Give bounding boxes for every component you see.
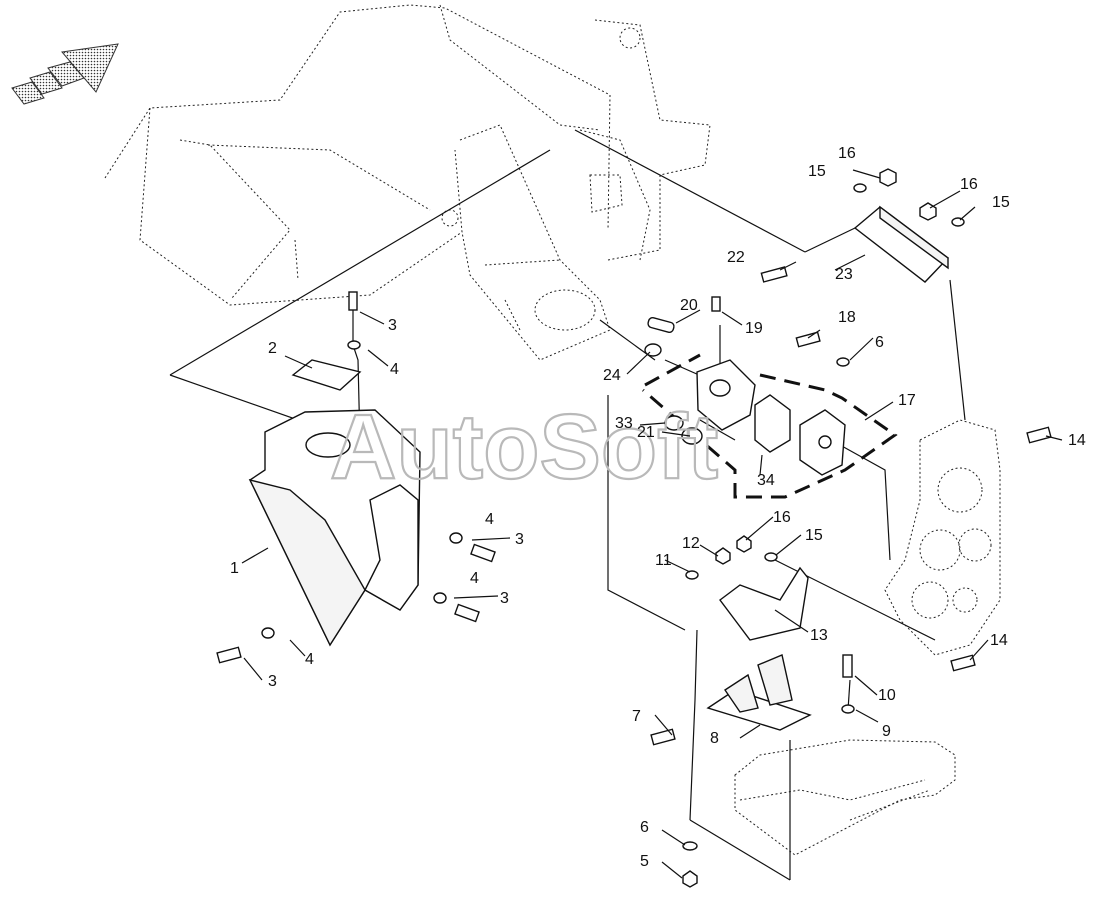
callout-6: 6 [875, 334, 884, 351]
callout-16: 16 [838, 145, 856, 162]
leader-lines [169, 129, 966, 881]
callout-22: 22 [727, 249, 745, 266]
callout-5: 5 [640, 853, 649, 870]
callout-20: 20 [680, 297, 698, 314]
callout-9: 9 [882, 723, 891, 740]
callout-10: 10 [878, 687, 896, 704]
callout-23: 23 [835, 266, 853, 283]
callout-33: 33 [615, 415, 633, 432]
callout-21: 21 [637, 424, 655, 441]
callout-15: 15 [805, 527, 823, 544]
callout-13: 13 [810, 627, 828, 644]
callout-2: 2 [268, 340, 277, 357]
base-plate-part-8 [706, 654, 812, 731]
callout-3: 3 [500, 590, 509, 607]
machine-frame-outline [104, 4, 1001, 856]
watermark-text: AutoSoft [330, 396, 718, 498]
callout-11: 11 [655, 552, 672, 569]
callout-6: 6 [640, 819, 649, 836]
callout-34: 34 [757, 472, 775, 489]
callout-3: 3 [388, 317, 397, 334]
coupling-parts [696, 359, 846, 476]
direction-arrow-icon [11, 43, 119, 105]
callout-15: 15 [808, 163, 826, 180]
callout-7: 7 [632, 708, 641, 725]
callout-4: 4 [305, 651, 314, 668]
callout-4: 4 [470, 570, 479, 587]
callout-14: 14 [1068, 432, 1086, 449]
bracket-part-23 [853, 205, 950, 283]
callout-14: 14 [990, 632, 1008, 649]
callout-4: 4 [485, 511, 494, 528]
callout-labels: 1 2 3 3 3 3 4 4 4 4 5 6 6 7 8 9 10 11 12… [230, 145, 1086, 870]
callout-3: 3 [268, 673, 277, 690]
mount-bracket-part-13 [719, 566, 809, 641]
callout-8: 8 [710, 730, 719, 747]
callout-1: 1 [230, 560, 239, 577]
callout-16: 16 [960, 176, 978, 193]
callout-4: 4 [390, 361, 399, 378]
callout-12: 12 [682, 535, 700, 552]
callout-24: 24 [603, 367, 621, 384]
callout-17: 17 [898, 392, 916, 409]
callout-3: 3 [515, 531, 524, 548]
callout-19: 19 [745, 320, 763, 337]
callout-leaders [241, 169, 1063, 879]
callout-15: 15 [992, 194, 1010, 211]
bolts-and-washers [216, 168, 1052, 888]
guard-shield-part-1 [248, 409, 421, 647]
callout-16: 16 [773, 509, 791, 526]
callout-18: 18 [838, 309, 856, 326]
